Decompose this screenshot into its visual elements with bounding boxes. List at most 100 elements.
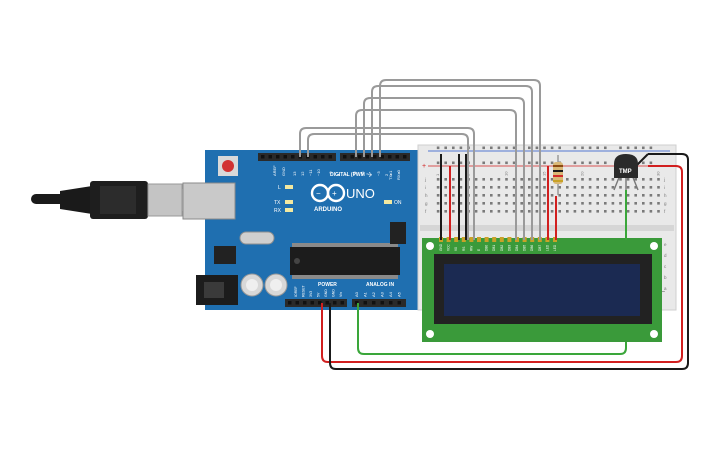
breadboard-jumpers[interactable]: [440, 153, 664, 240]
header-hole: [328, 155, 332, 159]
header-hole: [403, 155, 407, 159]
grid-hole: [490, 186, 493, 189]
grid-hole: [573, 186, 577, 189]
grid-hole: [452, 178, 455, 181]
grid-hole: [558, 194, 561, 197]
power-pin-label: GND: [332, 289, 336, 297]
logo-minus: −: [316, 189, 321, 198]
header-hole: [388, 155, 392, 159]
usb-plug-grip: [100, 186, 136, 214]
sensor-body: [614, 154, 638, 178]
lcd-pin: [484, 237, 489, 242]
wire-a0[interactable]: [357, 303, 627, 355]
grid-hole: [649, 210, 653, 213]
lcd-pin-label: DB1: [492, 245, 496, 251]
analog-header: [352, 299, 406, 307]
rail-hole: [512, 161, 516, 165]
grid-hole: [535, 186, 539, 189]
grid-hole: [642, 202, 645, 205]
header-hole: [276, 155, 280, 159]
lcd-pin: [499, 237, 504, 242]
grid-hole: [566, 210, 569, 213]
wire-d5[interactable]: [355, 109, 517, 240]
resistor-band-3: [553, 175, 563, 177]
grid-hole: [657, 186, 660, 189]
row-letter: f: [425, 209, 427, 214]
row-letter: j: [424, 177, 426, 182]
column-number: 20: [579, 171, 584, 176]
led-tx: [285, 200, 293, 204]
row-letter: i: [425, 185, 426, 190]
header-hole: [395, 155, 399, 159]
rail-hole: [596, 161, 599, 165]
grid-hole: [550, 178, 554, 181]
wire-d3[interactable]: [371, 85, 533, 240]
rail-hole: [490, 161, 493, 165]
grid-hole: [596, 186, 599, 189]
row-letter: h: [664, 193, 667, 198]
wire-d2[interactable]: [379, 79, 541, 240]
header-hole: [373, 155, 377, 159]
row-letter: a: [664, 286, 667, 291]
arduino-uno-board[interactable]: L TX RX ON − + ARDUINO UNO DIGITAL (PWM …: [182, 150, 418, 310]
power-wires[interactable]: [321, 153, 689, 370]
lcd-pin-label: RW: [469, 246, 473, 251]
signal-wires[interactable]: [299, 79, 541, 240]
power-pin-label: GND: [324, 289, 328, 297]
header-hole: [268, 155, 272, 159]
header-hole: [363, 301, 367, 305]
temperature-sensor[interactable]: TMP: [613, 154, 639, 191]
resistor[interactable]: [553, 155, 563, 195]
grid-hole: [596, 194, 599, 197]
header-hole: [291, 155, 295, 159]
reset-button[interactable]: [222, 160, 234, 172]
header-hole: [389, 301, 393, 305]
grid-hole: [581, 186, 584, 189]
grid-hole: [558, 186, 561, 189]
rail-hole: [588, 161, 592, 165]
grid-hole: [657, 178, 660, 181]
grid-hole: [459, 178, 463, 181]
lcd-mount-hole-bl: [426, 330, 434, 338]
grid-hole: [459, 202, 463, 205]
grid-hole: [512, 186, 516, 189]
usb-cable[interactable]: [31, 181, 208, 219]
row-letter: h: [425, 193, 428, 198]
grid-hole: [452, 186, 455, 189]
header-hole: [333, 301, 337, 305]
rail-hole: [642, 161, 645, 165]
header-hole: [365, 155, 369, 159]
grid-hole: [642, 186, 645, 189]
header-hole: [261, 155, 265, 159]
grid-hole: [573, 210, 577, 213]
grid-hole: [642, 210, 645, 213]
grid-hole: [543, 210, 546, 213]
grid-hole: [619, 202, 622, 205]
header-hole: [321, 155, 325, 159]
rail-hole: [459, 146, 463, 150]
power-pin-label: RESET: [302, 284, 306, 297]
wire-d4[interactable]: [363, 97, 525, 240]
chip-socket-pins-top: [292, 243, 398, 247]
row-letter: b: [664, 275, 667, 280]
wire-gnd[interactable]: [329, 153, 689, 370]
power-pin-label: IOREF: [294, 286, 298, 297]
logo-plus: +: [332, 189, 337, 198]
wire-d11[interactable]: [307, 133, 469, 240]
rail-hole: [482, 161, 485, 165]
grid-hole: [482, 186, 485, 189]
grid-hole: [573, 194, 577, 197]
lcd-pin-label: DB4: [515, 245, 519, 251]
digital-pin-label: ~9: [328, 171, 333, 176]
grid-hole: [573, 178, 577, 181]
header-hole: [295, 301, 299, 305]
rail-hole: [649, 161, 653, 165]
wire-5v[interactable]: [321, 165, 683, 363]
wire-d12[interactable]: [299, 127, 475, 240]
usb-plug-metal: [147, 183, 183, 217]
grid-hole: [550, 186, 554, 189]
grid-hole: [528, 194, 531, 197]
rail-plus-label: +: [422, 163, 426, 170]
